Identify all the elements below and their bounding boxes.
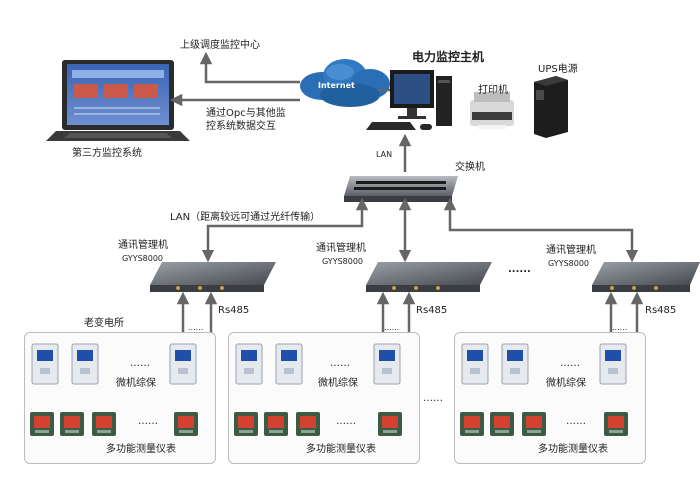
third-party-label: 第三方监控系统: [72, 148, 142, 159]
printer-label: 打印机: [478, 85, 508, 96]
manager-model-1: GYYS8000: [122, 254, 164, 263]
dots-rs485-2: ......: [384, 323, 400, 332]
multifunction-meter-icon: [30, 412, 54, 436]
internet-label: Internet: [318, 81, 355, 90]
manager-model-2: GYYS8000: [322, 257, 364, 266]
rs485-label-2: Rs485: [416, 305, 448, 316]
multifunction-meter-icon: [604, 412, 628, 436]
switch-label: 交换机: [455, 162, 485, 173]
manager-name-2: 通讯管理机: [316, 243, 366, 254]
protection-relay-icon: [275, 343, 303, 385]
protection-relay-icon: [169, 343, 197, 385]
ups-icon: [534, 76, 568, 138]
manager-name-3: 通讯管理机: [546, 245, 596, 256]
upper-dispatch-label: 上级调度监控中心: [180, 40, 260, 51]
ellipsis-meters-1: ……: [138, 416, 158, 427]
comm-manager-icon: [150, 262, 276, 292]
protection-label-1: 微机综保: [116, 378, 156, 389]
manager-name-1: 通讯管理机: [118, 240, 168, 251]
meters-label-2: 多功能测量仪表: [306, 444, 376, 455]
multifunction-meter-icon: [234, 412, 258, 436]
dots-rs485-3: ......: [612, 323, 628, 332]
ups-label: UPS电源: [538, 64, 578, 75]
manager-model-3: GYYS8000: [548, 259, 590, 268]
multifunction-meter-icon: [296, 412, 320, 436]
rs485-label-1: Rs485: [218, 305, 250, 316]
multifunction-meter-icon: [460, 412, 484, 436]
lan-fiber-label: LAN（距离较远可通过光纤传输）: [170, 212, 321, 223]
lan-top-label: LAN: [376, 150, 393, 159]
protection-relay-icon: [501, 343, 529, 385]
protection-relay-icon: [71, 343, 99, 385]
ellipsis-protection-2: ……: [330, 358, 350, 369]
computer-icon: [366, 70, 452, 130]
ellipsis-meters-3: ……: [566, 416, 586, 427]
protection-relay-icon: [31, 343, 59, 385]
protection-label-2: 微机综保: [318, 378, 358, 389]
protection-relay-icon: [599, 343, 627, 385]
rs485-label-3: Rs485: [645, 305, 677, 316]
main-host-label: 电力监控主机: [412, 50, 485, 64]
ellipsis-dots-managers: ......: [508, 264, 531, 275]
ellipsis-groups: ……: [423, 393, 443, 404]
multifunction-meter-icon: [378, 412, 402, 436]
internet-cloud-icon: [300, 59, 390, 107]
ellipsis-meters-2: ……: [336, 416, 356, 427]
multifunction-meter-icon: [522, 412, 546, 436]
old-substation-label: 老变电所: [84, 318, 124, 329]
ellipsis-protection-1: ……: [130, 358, 150, 369]
meters-label-3: 多功能测量仪表: [538, 444, 608, 455]
multifunction-meter-icon: [60, 412, 84, 436]
dots-rs485-1: ......: [188, 323, 204, 332]
multifunction-meter-icon: [490, 412, 514, 436]
opc-exchange-line1: 通过Opc与其他监: [206, 108, 286, 119]
meters-label-1: 多功能测量仪表: [106, 444, 176, 455]
printer-icon: [470, 92, 514, 129]
protection-label-3: 微机综保: [546, 378, 586, 389]
protection-relay-icon: [461, 343, 489, 385]
multifunction-meter-icon: [264, 412, 288, 436]
laptop-icon: [46, 60, 190, 141]
protection-relay-icon: [373, 343, 401, 385]
protection-relay-icon: [235, 343, 263, 385]
multifunction-meter-icon: [174, 412, 198, 436]
comm-manager-icon: [592, 262, 700, 292]
comm-manager-icon: [366, 262, 492, 292]
opc-exchange-line2: 控系统数据交互: [206, 121, 276, 132]
switch-icon: [344, 176, 458, 202]
ellipsis-protection-3: ……: [560, 358, 580, 369]
multifunction-meter-icon: [92, 412, 116, 436]
